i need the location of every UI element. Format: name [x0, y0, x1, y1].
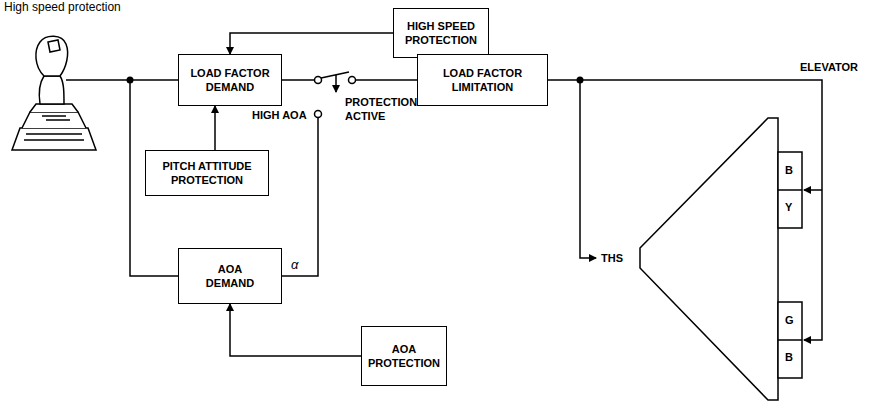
protection-box: AOA PROTECTION — [361, 326, 447, 386]
junction-dot — [577, 77, 584, 84]
hydraulic-letter: B — [785, 350, 793, 364]
box-text: AOA DEMAND — [199, 262, 261, 291]
junction-dot — [127, 77, 134, 84]
hydraulic-letter: G — [785, 313, 794, 327]
hydraulic-letter: Y — [785, 200, 792, 214]
sidestick-illustration — [12, 36, 96, 150]
demand-box: LOAD FACTOR DEMAND — [178, 54, 282, 106]
part-name: ELEVATOR — [800, 60, 858, 74]
signal-label: α — [290, 258, 299, 272]
signal-connector — [230, 33, 393, 54]
hydraulic-letter: B — [785, 163, 793, 177]
signal-connector — [230, 304, 361, 356]
signal-connector — [282, 118, 318, 277]
stabilizer-illustration — [640, 118, 802, 400]
signal-connector — [282, 79, 417, 81]
switch-label: HIGH AOA — [252, 108, 307, 122]
box-text: LOAD FACTOR DEMAND — [184, 66, 276, 95]
limitation-box: LOAD FACTOR LIMITATION — [417, 54, 548, 106]
protection-box: HIGH SPEED PROTECTION — [393, 8, 489, 58]
box-text: AOA PROTECTION — [367, 342, 441, 371]
signal-connector — [214, 106, 216, 150]
box-text: PITCH ATTITUDE PROTECTION — [151, 159, 263, 188]
demand-box: AOA DEMAND — [178, 248, 282, 304]
part-name: THS — [601, 251, 623, 265]
box-text: LOAD FACTOR LIMITATION — [433, 66, 533, 95]
box-text: HIGH SPEED PROTECTION — [399, 19, 483, 48]
protection-box: PITCH ATTITUDE PROTECTION — [145, 150, 269, 196]
heading-fragment: High speed protection — [4, 0, 121, 16]
switch-label: PROTECTION ACTIVE — [345, 95, 425, 124]
